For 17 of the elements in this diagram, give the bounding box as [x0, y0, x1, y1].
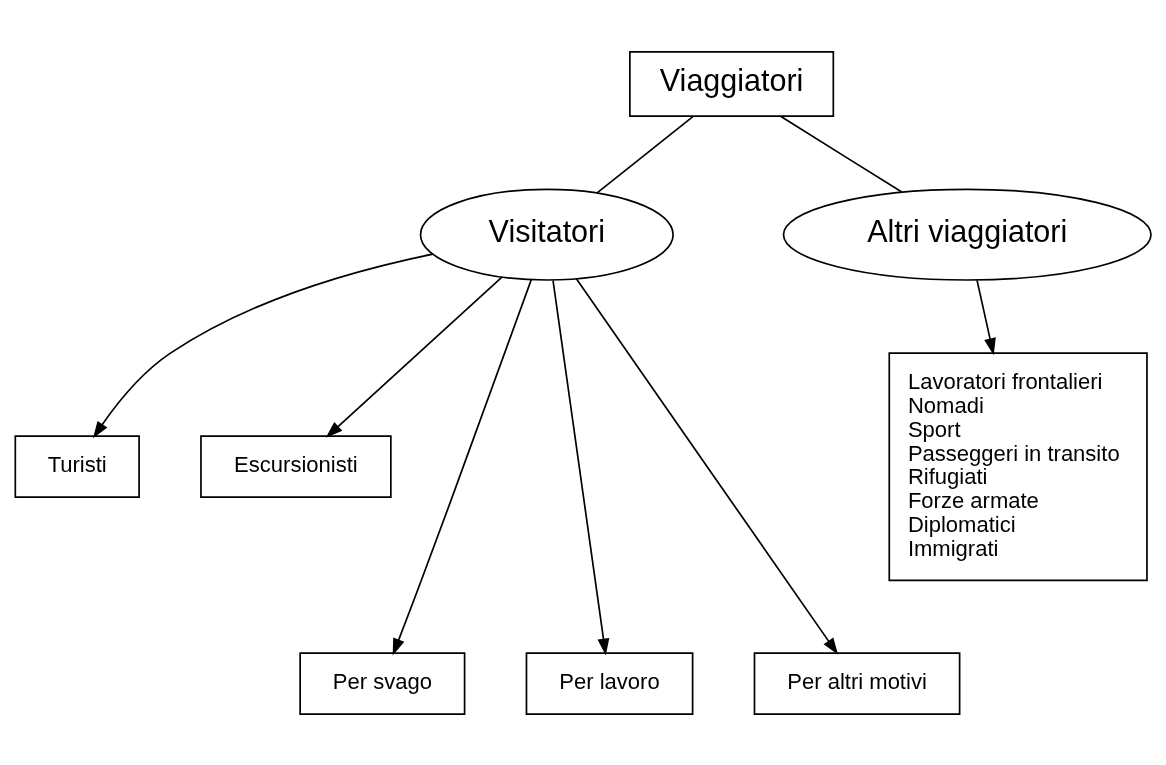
node-ellipse: Visitatori	[419, 187, 674, 281]
arrow	[392, 278, 533, 655]
connector	[780, 115, 903, 193]
node-box: Per lavoro	[525, 651, 694, 715]
arrow	[325, 275, 503, 438]
arrow	[575, 277, 839, 655]
node-ellipse: Altri viaggiatori	[782, 187, 1152, 281]
node-box: Lavoratori frontalieri Nomadi Sport Passeggeri in transito Rifugiati Forze armate Diplomatici Immigrati	[888, 351, 1148, 581]
arrow	[976, 279, 996, 355]
node-box: Escursionisti	[200, 434, 392, 498]
connector	[596, 115, 694, 193]
node-box: Per altri motivi	[753, 651, 961, 715]
node-box: Viaggiatori	[629, 50, 835, 117]
node-box: Per svago	[299, 651, 466, 715]
node-box: Turisti	[14, 434, 140, 498]
arrow	[552, 279, 610, 656]
arrow	[92, 252, 434, 438]
